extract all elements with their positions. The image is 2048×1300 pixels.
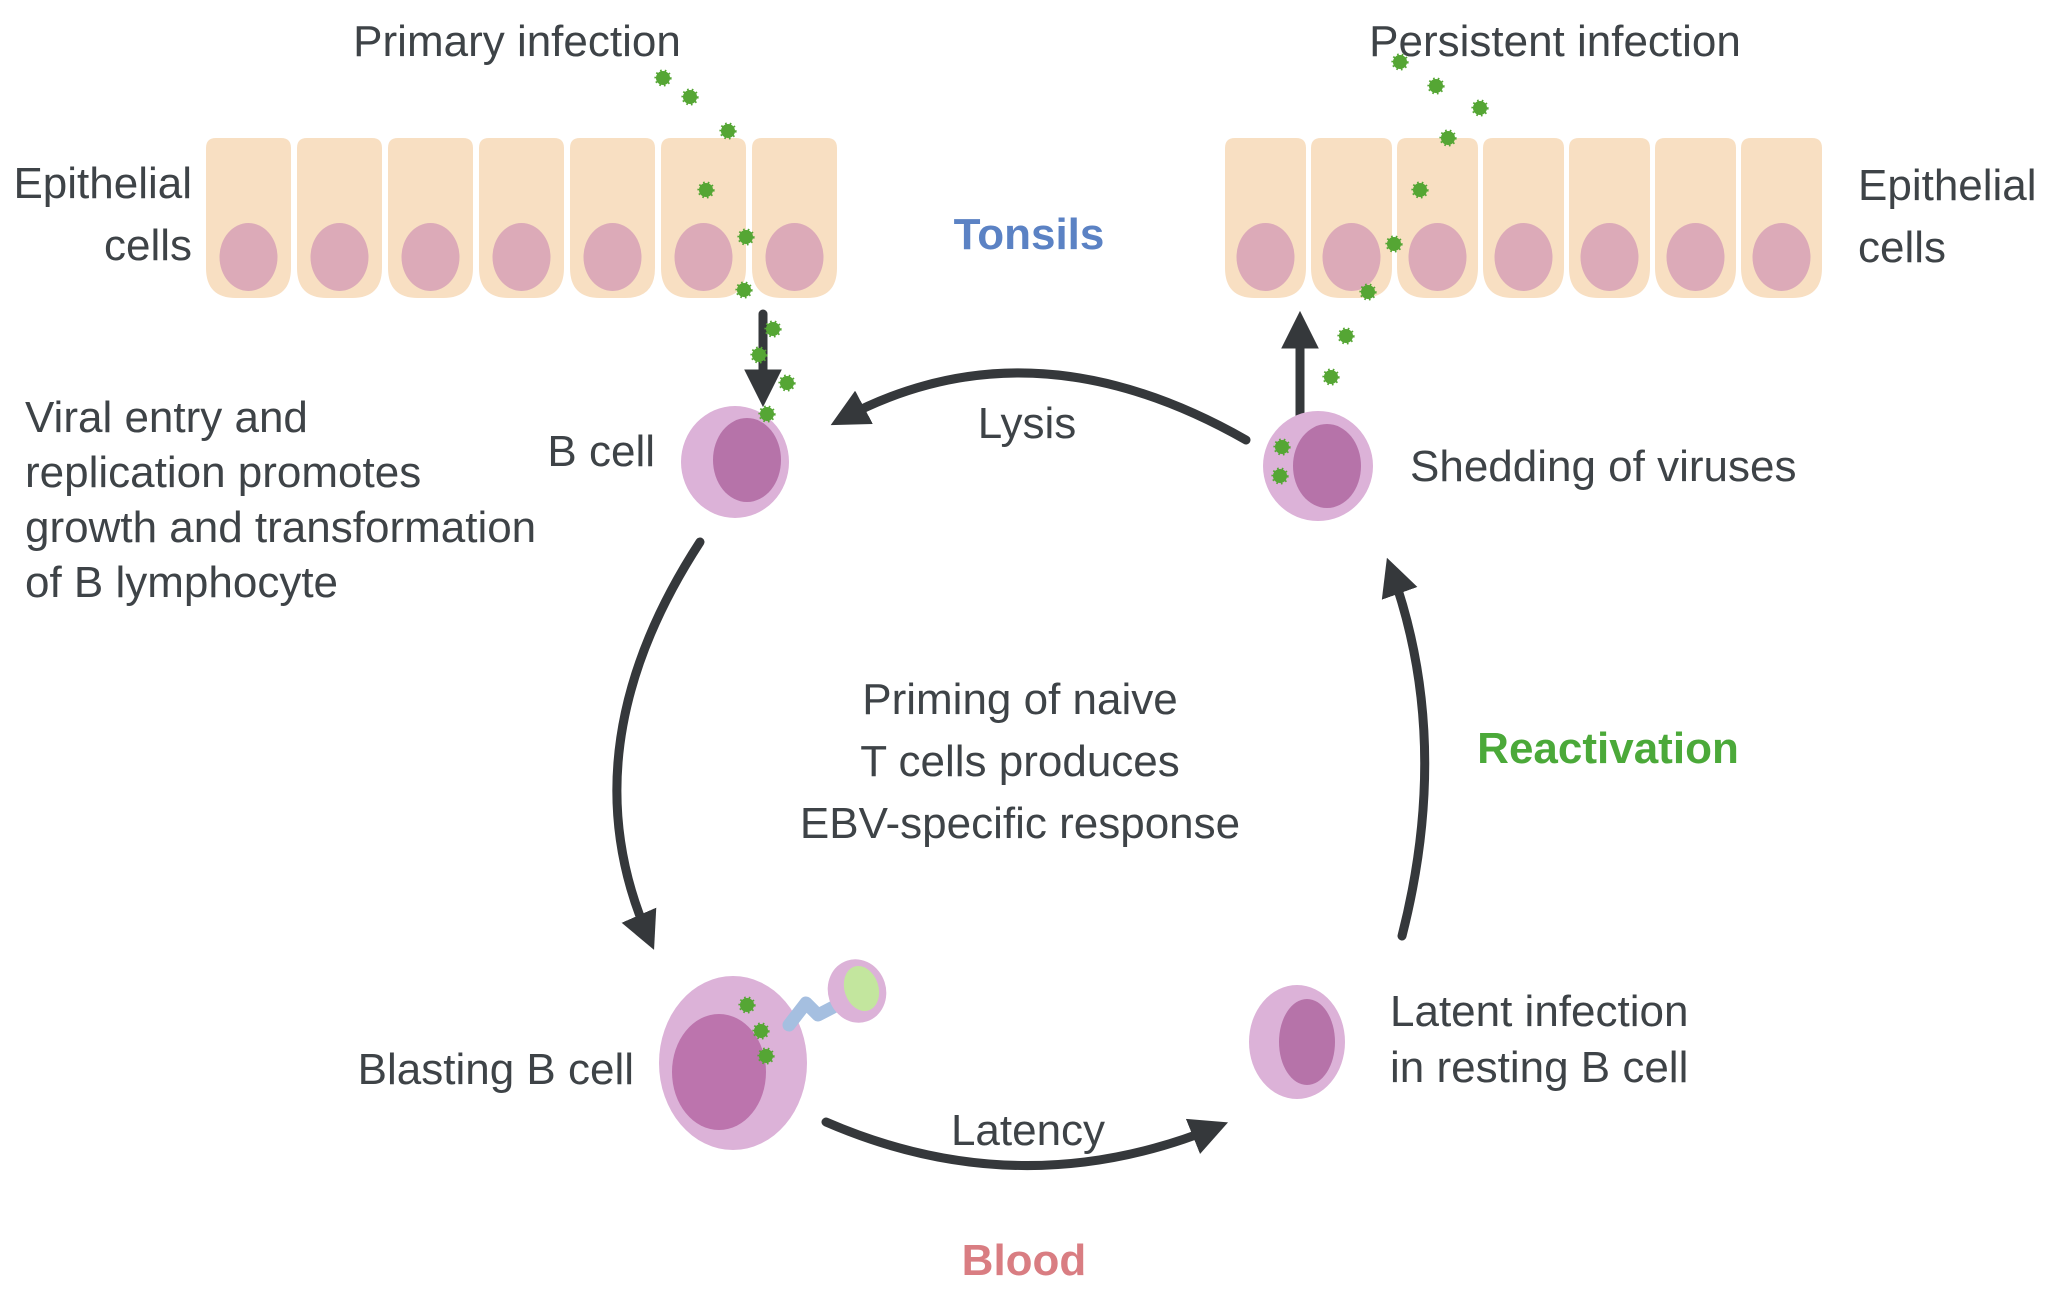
reactivation-arc-arrow-icon bbox=[1381, 557, 1430, 941]
priming-note: Priming of naive T cells produces EBV-sp… bbox=[799, 675, 1241, 848]
virus-particles-persistent-icon bbox=[1322, 53, 1489, 386]
virus-particle-icon bbox=[764, 320, 782, 338]
latency-label: Latency bbox=[950, 1106, 1106, 1155]
virus-particles-in-blasting-cell-icon bbox=[738, 996, 775, 1065]
epithelial-cells-label-left: Epithelial cells bbox=[13, 159, 192, 270]
lysis-label: Lysis bbox=[977, 399, 1077, 448]
shedding-cell-icon bbox=[1263, 411, 1373, 521]
virus-particle-icon bbox=[1391, 53, 1409, 71]
priming-arc-arrow-icon bbox=[612, 537, 705, 950]
epithelial-row-right-icon bbox=[1225, 138, 1822, 298]
virus-particles-primary-icon bbox=[654, 69, 796, 423]
virus-particle-icon bbox=[681, 88, 699, 106]
virus-particle-icon bbox=[1322, 368, 1340, 386]
blasting-b-cell-icon bbox=[659, 976, 807, 1150]
virus-particle-icon bbox=[1411, 181, 1429, 199]
virus-particle-icon bbox=[757, 1047, 775, 1065]
virus-particle-icon bbox=[758, 405, 776, 423]
virus-particle-icon bbox=[1439, 129, 1457, 147]
epithelial-cell-nucleus bbox=[674, 223, 733, 291]
epithelial-cell-nucleus bbox=[1666, 223, 1725, 291]
resting-b-cell-icon bbox=[1249, 985, 1345, 1099]
virus-particle-icon bbox=[697, 181, 715, 199]
shedding-of-viruses-label: Shedding of viruses bbox=[1410, 442, 1797, 491]
virus-particle-icon bbox=[1385, 235, 1403, 253]
tonsils-label: Tonsils bbox=[953, 210, 1105, 259]
epithelial-cell-nucleus bbox=[1494, 223, 1553, 291]
epithelial-cell-nucleus bbox=[1752, 223, 1811, 291]
virus-particles-in-shedding-cell-icon bbox=[1271, 438, 1291, 485]
epithelial-cell-nucleus bbox=[310, 223, 369, 291]
epithelial-cell-nucleus bbox=[219, 223, 278, 291]
virus-particle-icon bbox=[1471, 99, 1489, 117]
persistent-infection-title: Persistent infection bbox=[1369, 17, 1741, 66]
blood-label: Blood bbox=[961, 1236, 1087, 1285]
epithelial-row-left-icon bbox=[206, 138, 837, 298]
epithelial-cell-nucleus bbox=[492, 223, 551, 291]
epithelial-cell-nucleus bbox=[1322, 223, 1381, 291]
virus-particle-icon bbox=[1427, 77, 1445, 95]
epithelial-cell-nucleus bbox=[1580, 223, 1639, 291]
t-cell-receptor-icon bbox=[782, 994, 852, 1032]
primary-infection-title: Primary infection bbox=[353, 17, 681, 66]
latent-infection-note: Latent infection in resting B cell bbox=[1390, 987, 1689, 1092]
viral-entry-note: Viral entry and replication promotes gro… bbox=[25, 393, 537, 607]
virus-particle-icon bbox=[737, 228, 755, 246]
virus-particle-icon bbox=[735, 281, 753, 299]
epithelial-cell-nucleus bbox=[765, 223, 824, 291]
blasting-b-cell-label: Blasting B cell bbox=[357, 1045, 634, 1094]
virus-particle-icon bbox=[1271, 467, 1289, 485]
lysis-arc-arrow-icon bbox=[830, 368, 1251, 445]
virus-particle-icon bbox=[654, 69, 672, 87]
epithelial-cell-nucleus bbox=[401, 223, 460, 291]
latency-arc-arrow-icon bbox=[821, 1117, 1229, 1171]
virus-particle-icon bbox=[1273, 438, 1291, 456]
reactivation-label: Reactivation bbox=[1477, 724, 1739, 773]
virus-particle-icon bbox=[1337, 327, 1355, 345]
epithelial-cell-nucleus bbox=[1236, 223, 1295, 291]
virus-particle-icon bbox=[738, 996, 756, 1014]
virus-particle-icon bbox=[778, 374, 796, 392]
b-cell-icon bbox=[681, 406, 789, 518]
virus-particle-icon bbox=[752, 1022, 770, 1040]
t-cell-icon bbox=[827, 959, 887, 1023]
epithelial-cell-nucleus bbox=[1408, 223, 1467, 291]
b-cell-label: B cell bbox=[547, 427, 655, 476]
virus-particle-icon bbox=[1359, 283, 1377, 301]
epithelial-cell-nucleus bbox=[583, 223, 642, 291]
epithelial-cells-label-right: Epithelial cells bbox=[1858, 161, 2037, 272]
virus-particle-icon bbox=[719, 122, 737, 140]
virus-particle-icon bbox=[750, 346, 768, 364]
